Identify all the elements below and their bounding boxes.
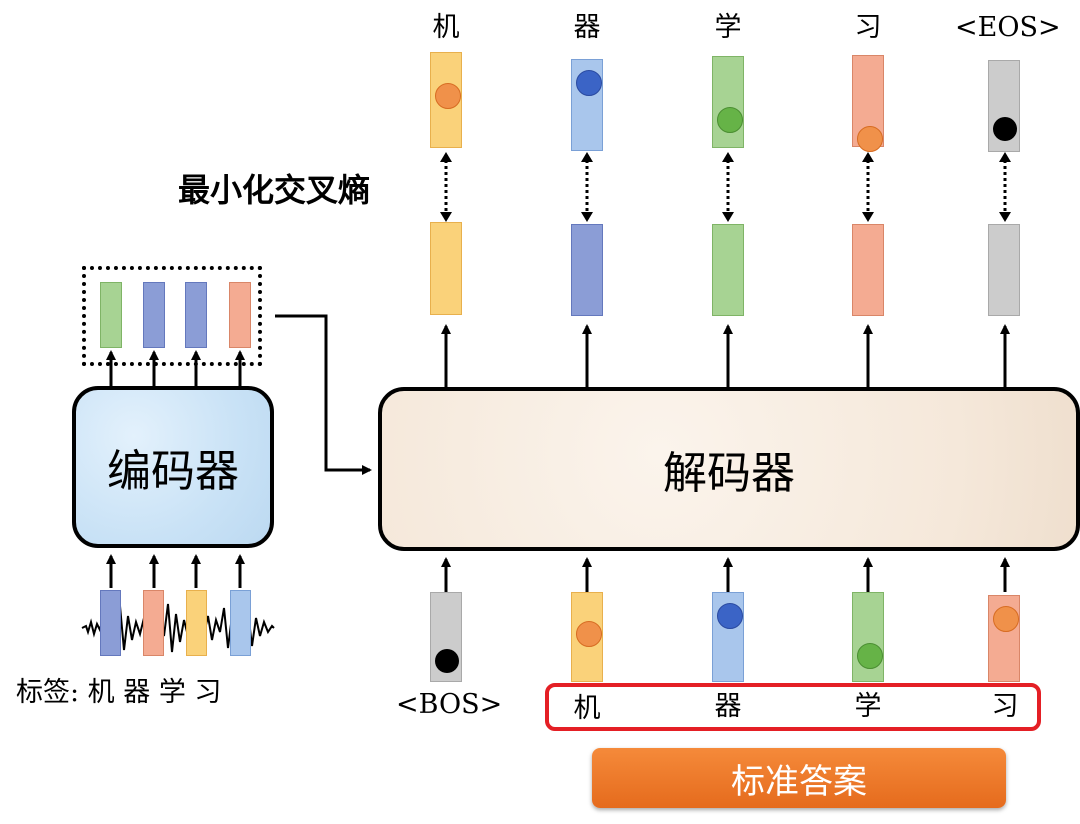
encoder-output-bar <box>185 282 207 348</box>
predicted-bar-eos <box>988 60 1020 152</box>
decoder-block: 解码器 <box>378 387 1080 551</box>
audio-frame <box>186 590 207 656</box>
predicted-bar-4 <box>852 55 884 152</box>
answer-token-3: 学 <box>854 691 882 722</box>
decoder-output-bar-4 <box>852 224 884 316</box>
prediction-dot <box>993 117 1017 141</box>
encoder-label: 编码器 <box>107 446 239 497</box>
labels-text: 标签: 机 器 学 习 <box>16 677 222 708</box>
input-dot <box>435 649 459 673</box>
decoder-output-bar-1 <box>430 222 462 315</box>
standard-answer-label: 标准答案 <box>592 748 1006 808</box>
input-dot <box>857 643 883 669</box>
prediction-dot <box>717 107 743 133</box>
bos-token-label: <BOS> <box>396 689 503 720</box>
decoder-label: 解码器 <box>663 448 795 499</box>
encoder-output-bar <box>143 282 165 348</box>
output-token-2: 器 <box>573 12 601 43</box>
prediction-dot <box>857 126 883 152</box>
encoder-output-group <box>82 266 262 366</box>
encoder-block: 编码器 <box>72 386 274 548</box>
prediction-dot <box>576 70 602 96</box>
output-token-4: 习 <box>854 12 882 43</box>
decoder-input-bar-3 <box>852 592 884 682</box>
input-dot <box>576 621 602 647</box>
predicted-bar-3 <box>712 56 744 148</box>
decoder-output-bar-5 <box>988 224 1020 316</box>
predicted-bar-2 <box>571 59 603 151</box>
encoder-output-bar <box>229 282 251 348</box>
predicted-bar-1 <box>430 52 462 148</box>
answer-token-4: 习 <box>991 691 1019 722</box>
decoder-output-bar-2 <box>571 224 603 316</box>
input-dot <box>993 606 1019 632</box>
decoder-output-bar-3 <box>712 224 744 316</box>
ground-truth-box <box>545 683 1041 731</box>
output-token-3: 学 <box>714 12 742 43</box>
decoder-input-bar-1 <box>571 592 603 682</box>
output-token-1: 机 <box>432 12 460 43</box>
prediction-dot <box>435 83 461 109</box>
decoder-input-bar-bos <box>430 592 462 682</box>
output-token-eos: <EOS> <box>955 12 1061 43</box>
audio-frame <box>230 590 251 656</box>
input-dot <box>717 603 743 629</box>
decoder-input-bar-2 <box>712 592 744 682</box>
decoder-input-bar-4 <box>988 595 1020 682</box>
encoder-output-bar <box>100 282 122 348</box>
audio-frame <box>100 590 121 656</box>
answer-token-2: 器 <box>714 691 742 722</box>
audio-frame <box>143 590 164 656</box>
cross-entropy-label: 最小化交叉熵 <box>178 171 371 209</box>
answer-token-1: 机 <box>573 693 601 724</box>
